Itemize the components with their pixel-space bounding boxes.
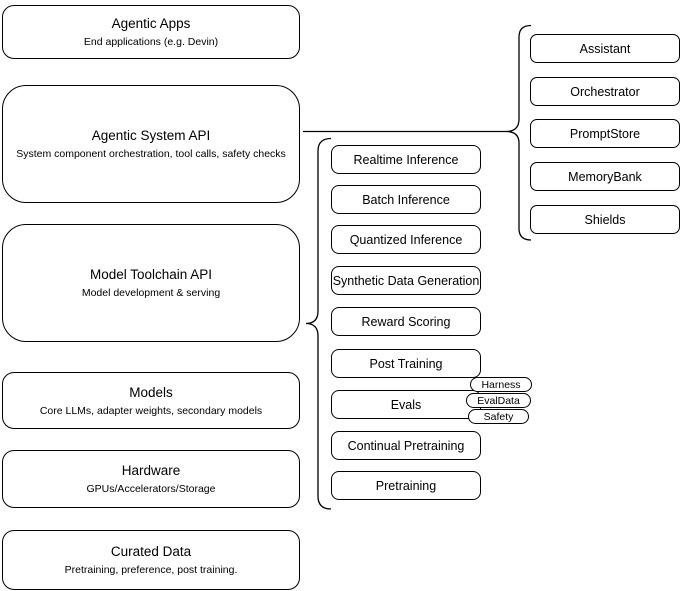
service-box-continual-pretraining: Continual Pretraining [331,431,481,460]
box-title: Curated Data [110,544,192,559]
component-box-promptstore: PromptStore [530,119,680,148]
box-agentic-system-api: Agentic System API System component orch… [2,85,300,203]
box-title: Hardware [121,463,181,478]
component-box-assistant: Assistant [530,34,680,63]
service-box-reward-scoring: Reward Scoring [331,307,481,336]
tag-pill-evaldata: EvalData [466,393,531,408]
brace-system-components [506,24,532,241]
service-box-quantized-inference: Quantized Inference [331,225,481,254]
box-title: Model Toolchain API [89,267,213,282]
box-title: Agentic Apps [111,16,191,31]
box-subtitle: System component orchestration, tool cal… [16,148,286,160]
box-curated-data: Curated Data Pretraining, preference, po… [2,530,300,590]
box-model-toolchain-api: Model Toolchain API Model development & … [2,224,300,342]
box-subtitle: Core LLMs, adapter weights, secondary mo… [39,404,263,417]
box-subtitle: End applications (e.g. Devin) [83,36,219,48]
box-subtitle: Pretraining, preference, post training. [64,564,238,576]
box-models: Models Core LLMs, adapter weights, secon… [2,372,300,429]
box-title: Models [129,384,173,400]
tag-pill-safety: Safety [468,409,529,424]
box-subtitle: GPUs/Accelerators/Storage [86,483,216,495]
service-box-realtime-inference: Realtime Inference [331,145,481,174]
box-agentic-apps: Agentic Apps End applications (e.g. Devi… [2,5,300,59]
service-box-pretraining: Pretraining [331,471,481,500]
service-box-evals: Evals [331,390,481,419]
service-box-post-training: Post Training [331,349,481,378]
box-hardware: Hardware GPUs/Accelerators/Storage [2,450,300,508]
service-box-batch-inference: Batch Inference [331,185,481,214]
component-box-shields: Shields [530,205,680,234]
component-box-orchestrator: Orchestrator [530,77,680,106]
tag-pill-harness: Harness [470,377,532,392]
box-subtitle: Model development & serving [81,287,221,299]
service-box-synthetic-data-generation: Synthetic Data Generation [331,266,481,295]
box-title: Agentic System API [91,128,211,143]
brace-toolchain-services [305,137,332,510]
component-box-memorybank: MemoryBank [530,162,680,191]
